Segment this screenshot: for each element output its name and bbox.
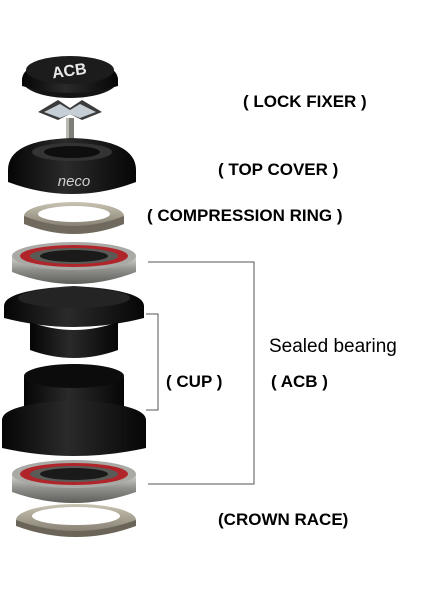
top-cover-label: ( TOP COVER ) (218, 160, 339, 179)
crown-race-label: (CROWN RACE) (218, 510, 349, 529)
upper-bearing (12, 242, 136, 284)
cup-label: ( CUP ) (166, 372, 223, 391)
lock-fixer-label: ( LOCK FIXER ) (243, 92, 367, 111)
sealed-bearing-label: Sealed bearing (269, 336, 397, 357)
compression-ring (24, 202, 124, 234)
top-cover: neco (8, 138, 136, 194)
compression-ring-label: ( COMPRESSION RING ) (147, 206, 343, 225)
lock-fixer-cap: ACB (22, 56, 118, 98)
lower-bearing (12, 460, 136, 503)
lower-cup (2, 364, 146, 456)
cup-bracket (146, 313, 159, 411)
cap-logo-text: ACB (51, 61, 88, 83)
cover-logo-text: neco (58, 173, 91, 190)
acb-bracket (148, 261, 255, 485)
acb-label: ( ACB ) (271, 372, 328, 391)
upper-cup (4, 286, 144, 358)
crown-race (16, 504, 136, 537)
